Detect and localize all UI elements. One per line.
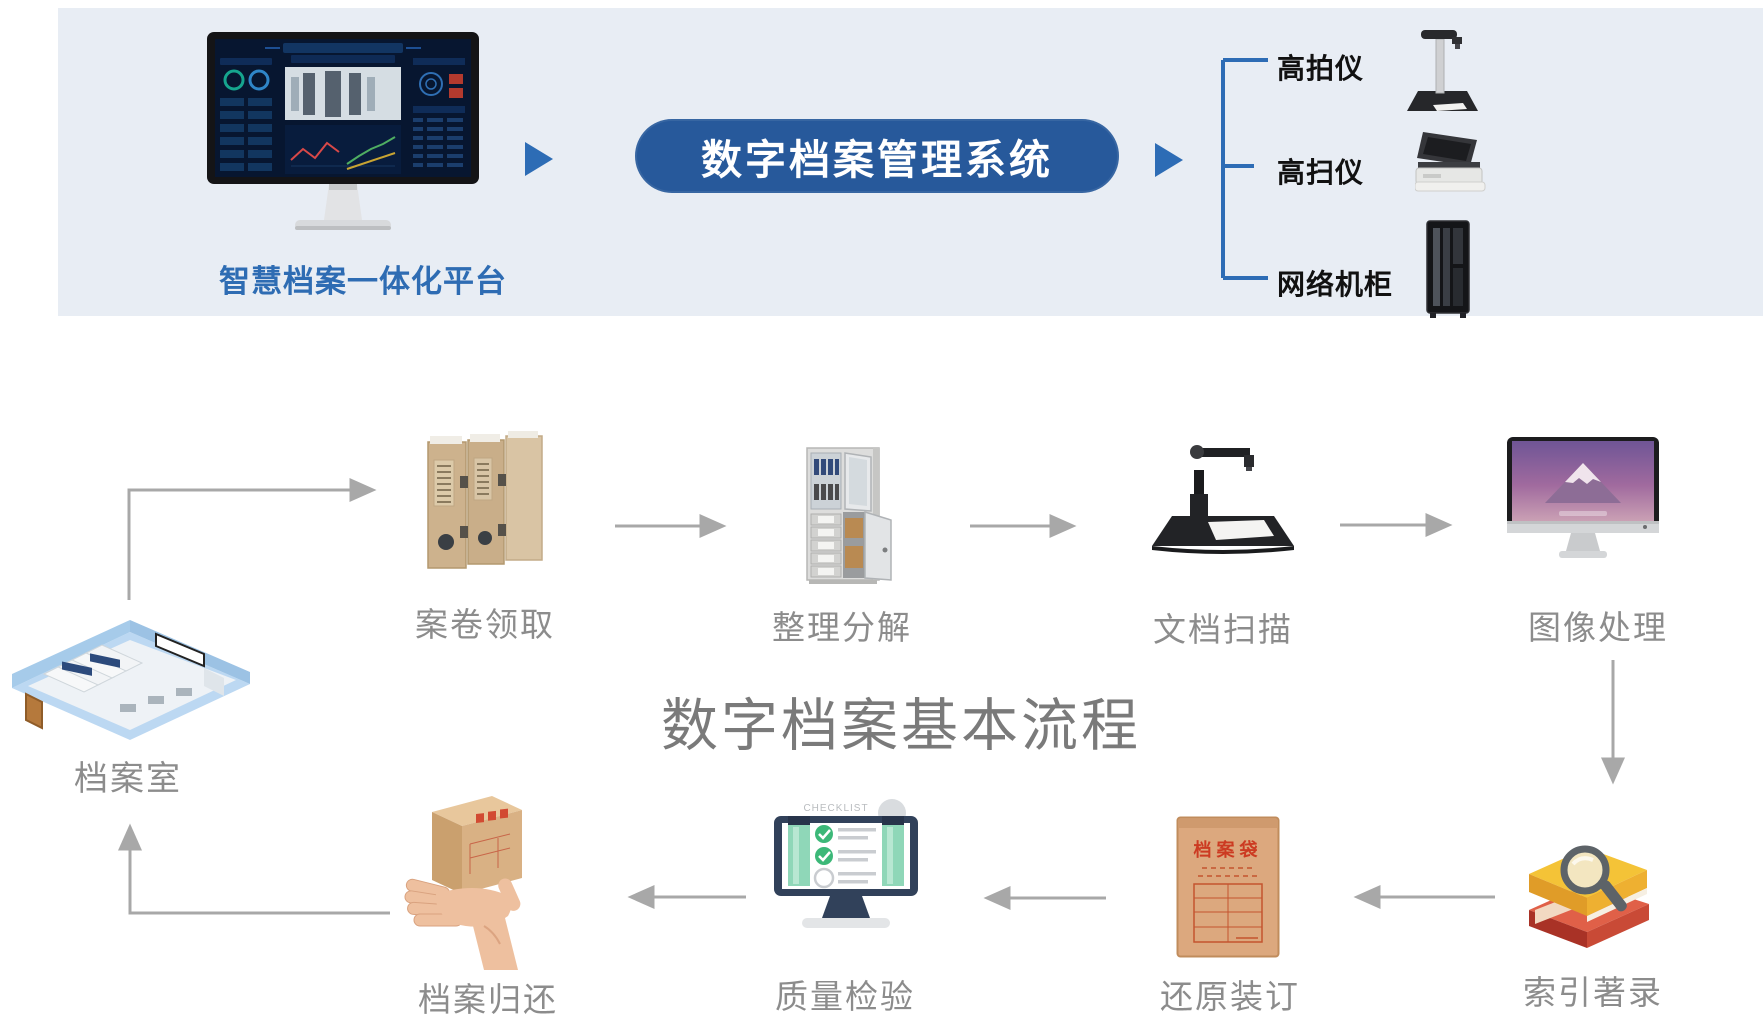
step-label-scan: 文档扫描	[1153, 611, 1293, 648]
svg-text:档案袋: 档案袋	[1194, 839, 1263, 860]
step-label-quality-check: 质量检验	[775, 978, 915, 1015]
step-label-archive-room: 档案室	[74, 760, 182, 798]
archive-bag-icon: 档案袋	[1176, 816, 1280, 958]
desktop-monitor-icon	[1507, 437, 1659, 558]
archive-room-icon	[12, 620, 250, 740]
device-label-wangluojigui: 网络机柜	[1277, 269, 1394, 300]
step-label-rebind: 还原装订	[1160, 978, 1300, 1015]
hand-holding-box-icon	[404, 796, 522, 970]
step-label-return: 档案归还	[418, 981, 558, 1018]
step-label-organize: 整理分解	[772, 609, 912, 646]
bracket-lines	[1221, 58, 1268, 280]
platform-label: 智慧档案一体化平台	[219, 264, 507, 299]
svg-text:CHECKLIST: CHECKLIST	[803, 803, 868, 814]
step-label-image-processing: 图像处理	[1528, 609, 1668, 646]
flatbed-scanner-icon	[1415, 132, 1486, 192]
device-label-gaopaiyi: 高拍仪	[1277, 53, 1365, 84]
binders-icon	[427, 431, 543, 569]
arrow-right-icon	[1155, 143, 1183, 177]
document-camera-icon	[1152, 445, 1294, 554]
arrow-right-icon	[525, 142, 553, 176]
flow-title: 数字档案基本流程	[661, 694, 1141, 758]
device-label-gaosaoyi: 高扫仪	[1277, 157, 1365, 188]
server-rack-icon	[1426, 220, 1470, 318]
checklist-monitor-icon: CHECKLIST	[774, 799, 918, 928]
books-magnifier-icon	[1529, 845, 1649, 948]
top-banner: 智慧档案一体化平台 数字档案管理系统 高拍仪 高扫仪 网络机柜	[58, 8, 1763, 318]
system-pill: 数字档案管理系统	[635, 119, 1119, 193]
file-cabinet-icon	[806, 447, 892, 584]
step-label-indexing: 索引著录	[1523, 974, 1663, 1011]
step-label-retrieve: 案卷领取	[415, 606, 555, 643]
dashboard-monitor-icon	[207, 32, 479, 230]
document-camera-icon	[1407, 30, 1478, 111]
